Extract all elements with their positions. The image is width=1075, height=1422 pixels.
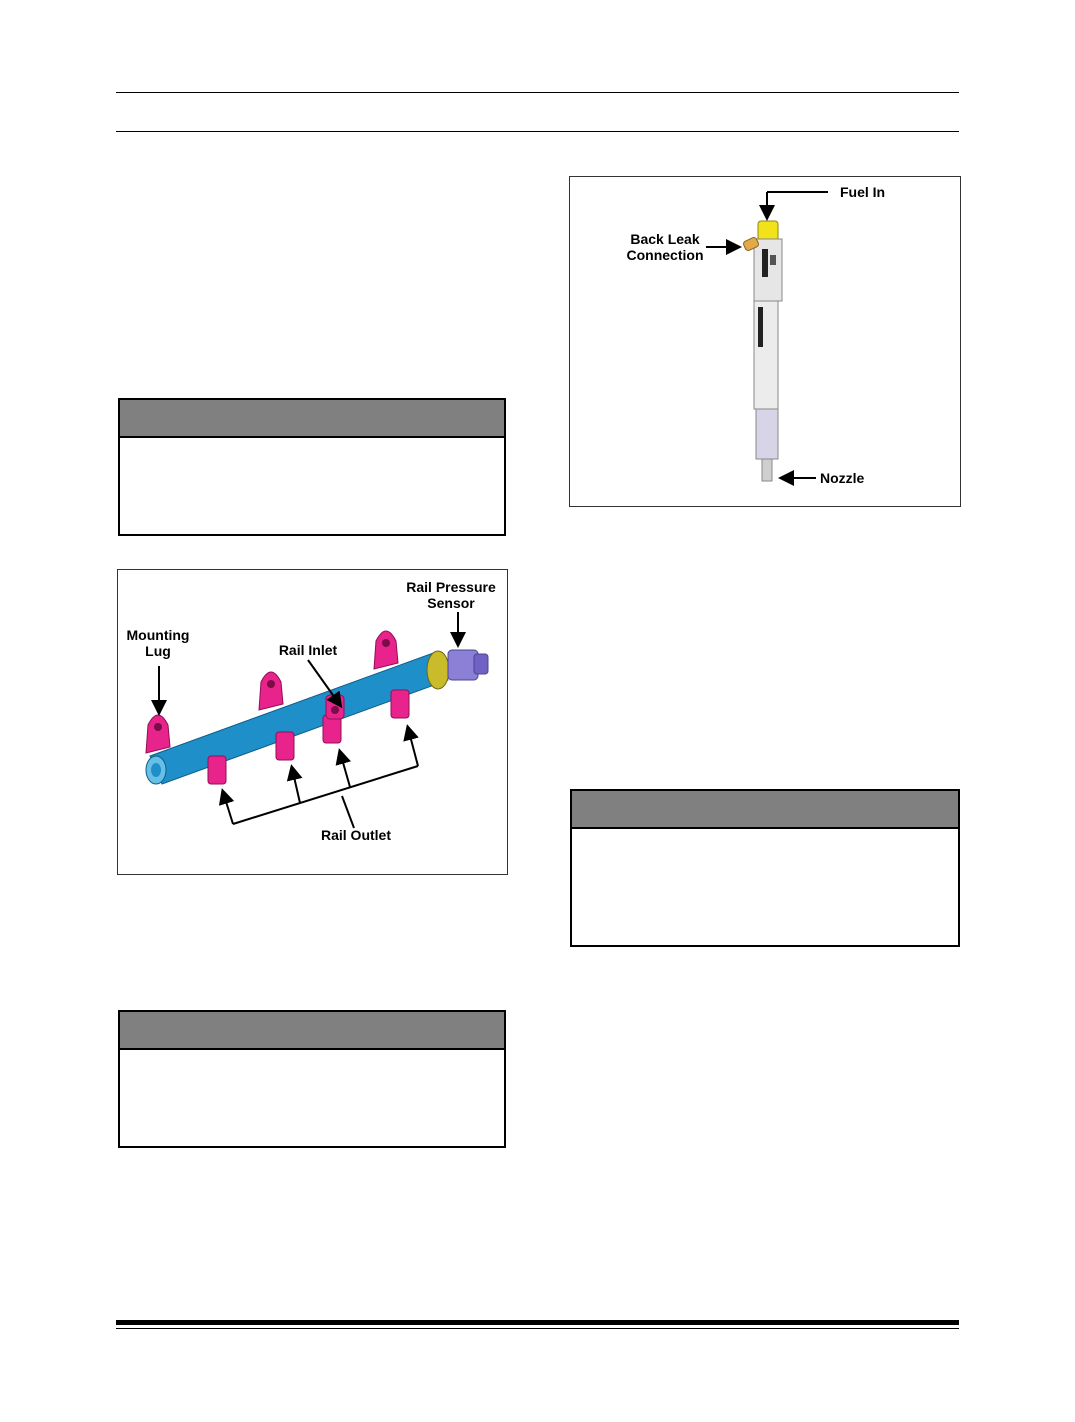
injector-body (753, 220, 783, 482)
injector-illustration: Fuel In Back Leak Connection Nozzle (627, 184, 885, 486)
mounting-lugs (145, 630, 399, 754)
rail-pressure-sensor (426, 649, 489, 690)
back-leak-port (743, 236, 759, 252)
back-leak-label-2: Connection (627, 247, 704, 263)
callout-lines (151, 612, 466, 829)
mounting-lug-label-2: Lug (145, 643, 171, 659)
rail-body (145, 651, 449, 785)
rail-pressure-sensor-label-2: Sensor (427, 595, 475, 611)
rail-outlet-label: Rail Outlet (321, 827, 391, 843)
note-box-3-header (572, 791, 958, 829)
note-box-1-header (120, 400, 504, 438)
header-rule-bottom (116, 131, 959, 132)
nozzle-label: Nozzle (820, 470, 865, 486)
note-box-2-header (120, 1012, 504, 1050)
note-box-2 (118, 1010, 506, 1148)
injector-callout-lines (706, 191, 828, 486)
footer-rule-thin (116, 1328, 959, 1329)
rail-outlets (207, 689, 410, 785)
back-leak-label-1: Back Leak (630, 231, 699, 247)
fuel-in-label: Fuel In (840, 184, 885, 200)
note-box-1 (118, 398, 506, 536)
note-box-3 (570, 789, 960, 947)
fuel-rail-illustration: Mounting Lug Rail Inlet Rail Pressure Se… (127, 579, 496, 843)
header-rule-top (116, 92, 959, 93)
fuel-rail-figure: Mounting Lug Rail Inlet Rail Pressure Se… (117, 569, 508, 875)
rail-pressure-sensor-label-1: Rail Pressure (406, 579, 496, 595)
footer-rule-thick (116, 1320, 959, 1325)
rail-inlet-label: Rail Inlet (279, 642, 338, 658)
mounting-lug-label-1: Mounting (127, 627, 190, 643)
injector-figure: Fuel In Back Leak Connection Nozzle (569, 176, 961, 507)
